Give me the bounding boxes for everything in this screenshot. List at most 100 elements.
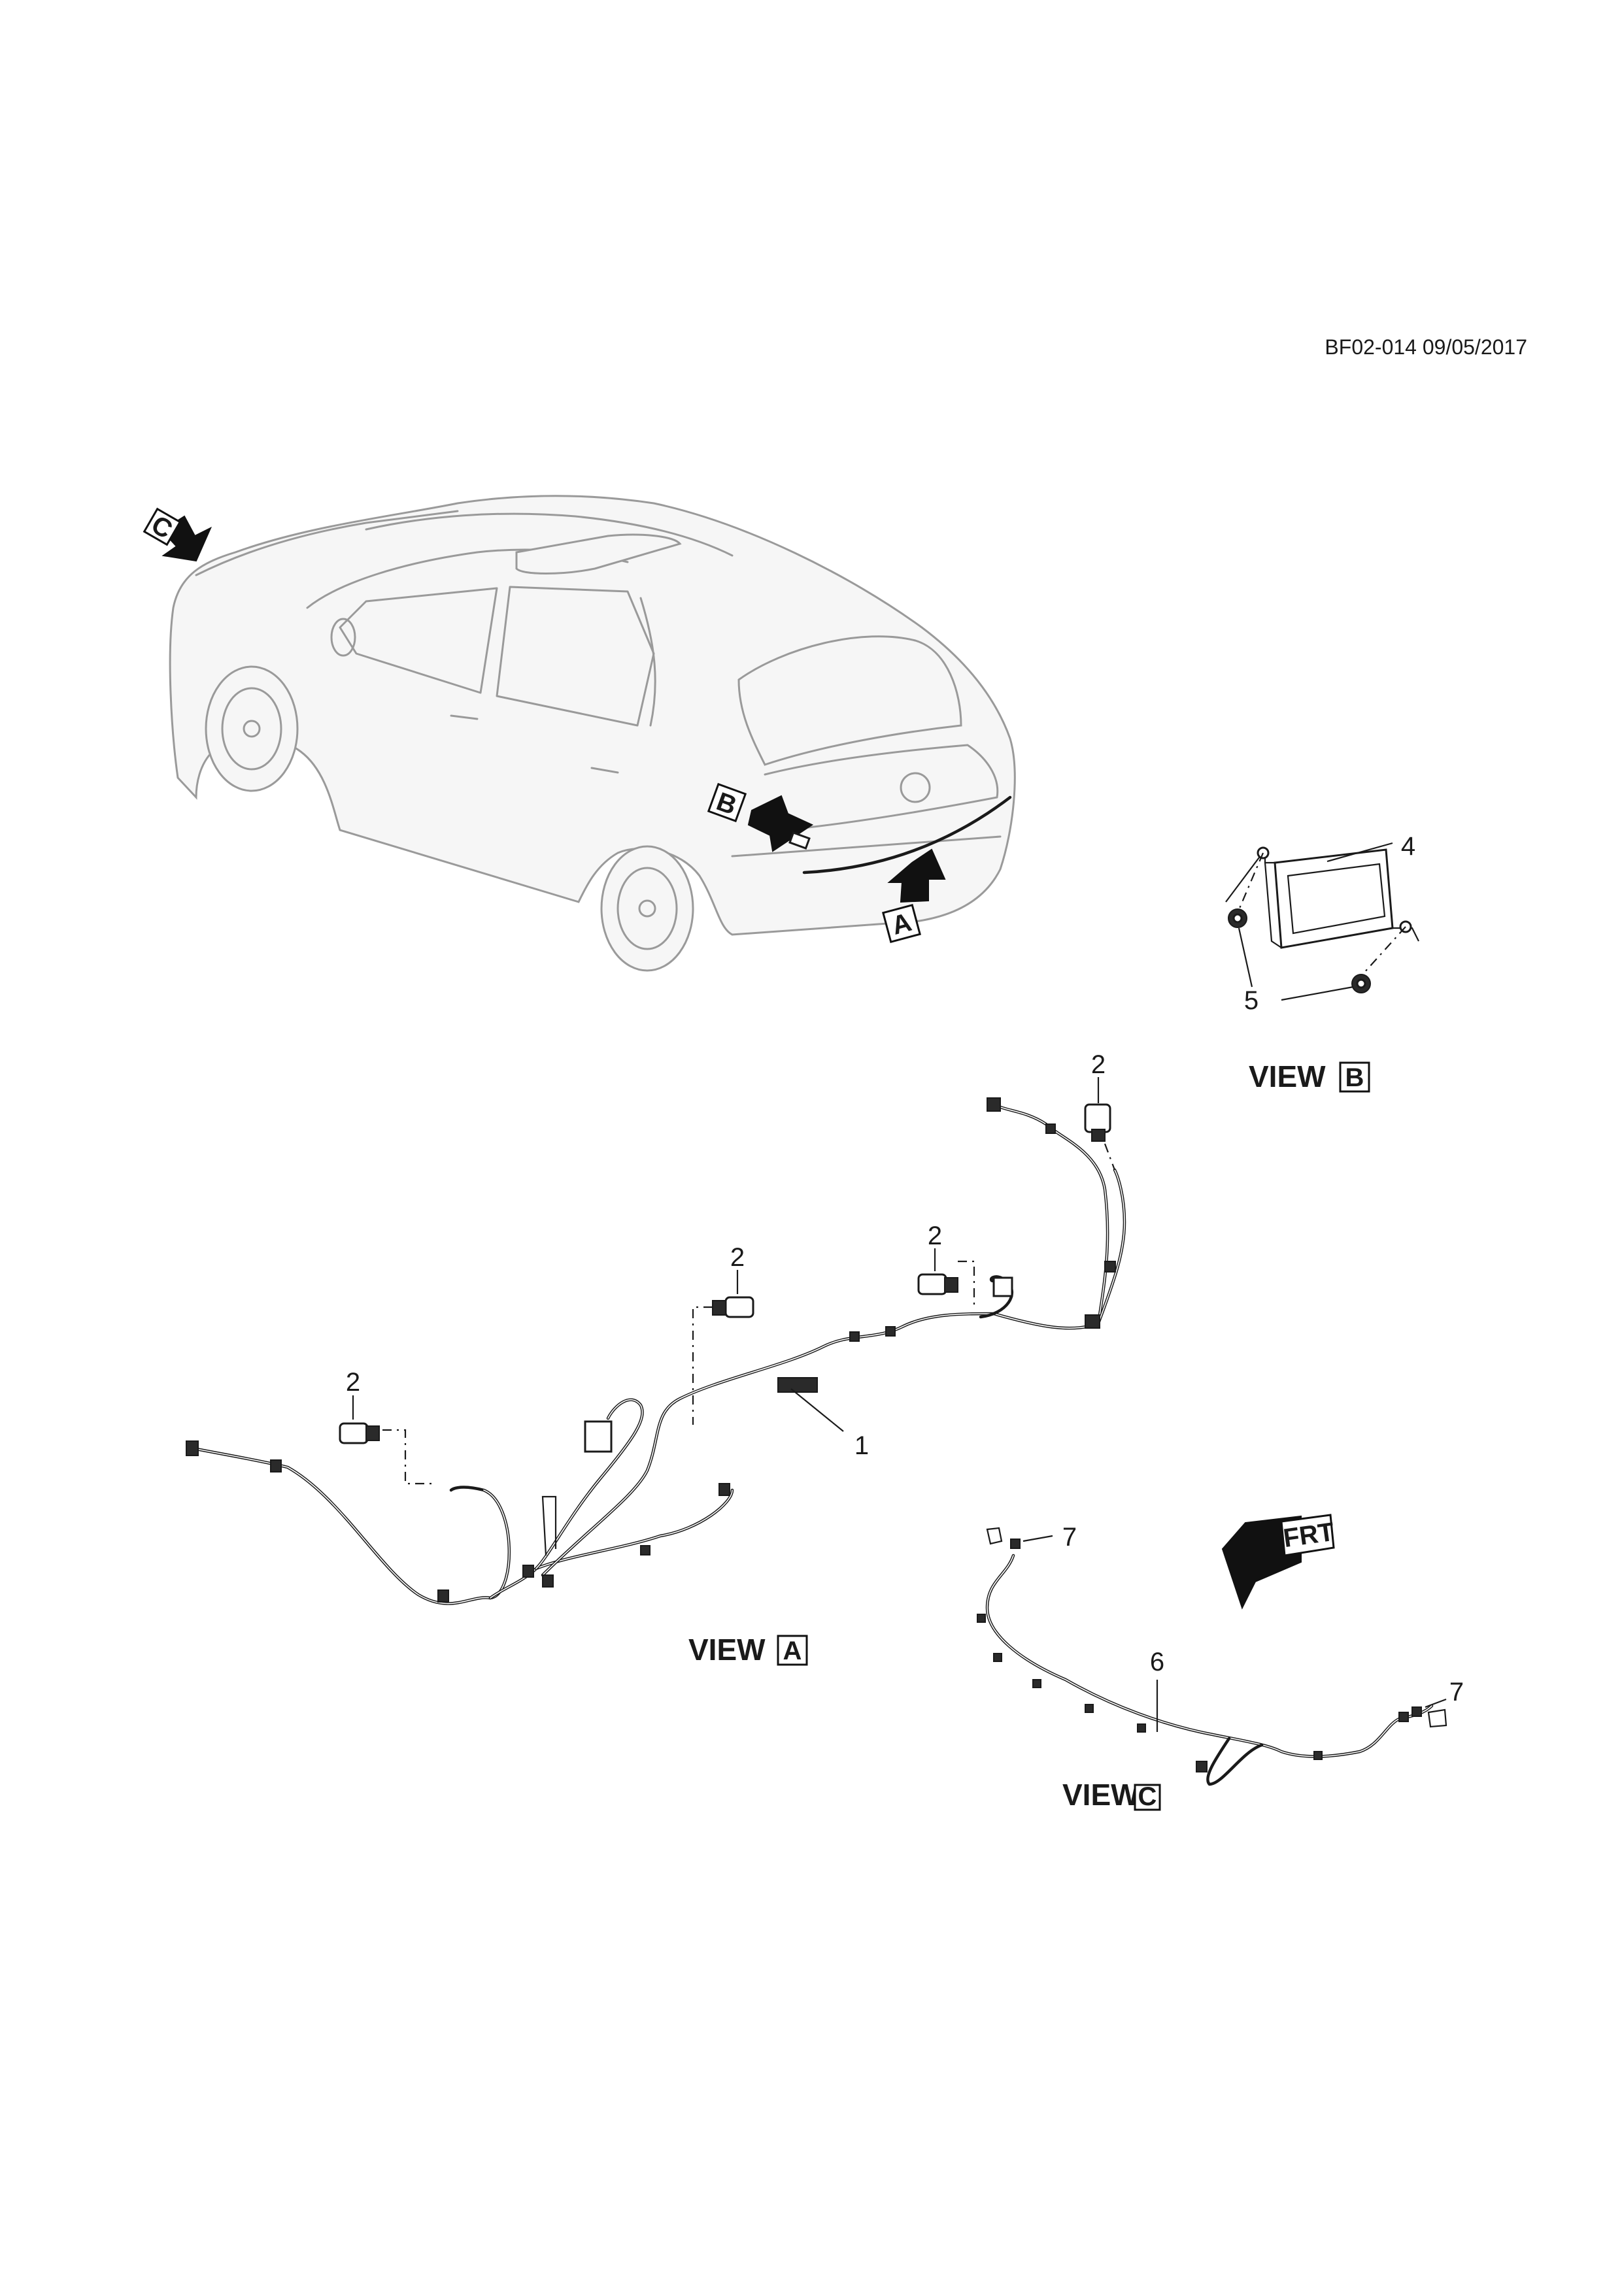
ground-terminal-left xyxy=(986,1527,1003,1545)
view-b-tag xyxy=(707,782,747,823)
parking-assist-module-face xyxy=(1287,863,1386,935)
vehicle-bumper-harness xyxy=(802,795,1012,874)
leader-1 xyxy=(790,1388,844,1432)
callout-1: 1 xyxy=(854,1431,869,1460)
harness-connector xyxy=(1398,1712,1409,1722)
view-a-marker: A xyxy=(881,848,946,944)
module-nut-right-hole xyxy=(1356,978,1366,989)
callout-4: 4 xyxy=(1401,832,1415,861)
callout-2d: 2 xyxy=(1091,1050,1106,1079)
parking-sensor-3 xyxy=(917,1260,975,1307)
harness-connector xyxy=(987,1097,1001,1112)
parking-assist-module-side xyxy=(1264,861,1282,948)
harness-connector-right xyxy=(992,1276,1013,1297)
harness-connector xyxy=(1045,1123,1056,1134)
vehicle-roof-line xyxy=(365,512,734,557)
view-c-label-letter: C xyxy=(1138,1782,1157,1811)
ground-terminal-right xyxy=(1427,1708,1447,1728)
harness-connector xyxy=(437,1589,449,1603)
fastener-alignment-right xyxy=(1362,926,1406,974)
harness-bracket xyxy=(541,1495,557,1556)
view-c-marker: C xyxy=(143,507,212,562)
vehicle-illustration xyxy=(169,495,1016,972)
callout-2a: 2 xyxy=(346,1368,360,1397)
harness-connector xyxy=(1196,1761,1208,1772)
fastener-alignment-left xyxy=(1238,852,1264,910)
view-b-label: VIEW xyxy=(1249,1059,1326,1093)
vehicle-door-handle-front xyxy=(450,714,479,720)
front-harness xyxy=(977,1527,1447,1786)
harness-clip xyxy=(977,1614,986,1623)
rear-bumper-harness xyxy=(186,1097,1126,1605)
view-a-arrow-icon xyxy=(887,848,946,903)
callout-2b: 2 xyxy=(730,1243,745,1272)
document-reference: BF02-014 09/05/2017 xyxy=(1325,335,1527,359)
vehicle-sunroof xyxy=(515,533,682,574)
view-c-label: VIEW xyxy=(1062,1778,1140,1812)
view-a-tag xyxy=(881,903,922,944)
parking-sensor-1 xyxy=(339,1422,431,1485)
harness-clip xyxy=(993,1653,1002,1662)
view-b-label-letter: B xyxy=(1345,1063,1364,1092)
harness-main-connector xyxy=(584,1420,613,1453)
view-c-label-box xyxy=(1134,1784,1161,1811)
front-marker-label: FRT xyxy=(1281,1518,1336,1553)
callout-2c: 2 xyxy=(928,1222,942,1250)
view-a-label: VIEW xyxy=(688,1633,766,1667)
front-direction-marker: FRT xyxy=(1221,1514,1336,1610)
harness-connector xyxy=(1085,1314,1100,1329)
vehicle-front-wheel xyxy=(205,665,299,792)
leader-4 xyxy=(1326,842,1393,863)
vehicle-tailgate-line xyxy=(764,744,999,831)
leader-5-right xyxy=(1281,986,1354,1001)
leader-7a xyxy=(1022,1535,1053,1542)
module-nut-left-hole xyxy=(1232,913,1243,923)
leader-5-left xyxy=(1238,927,1253,988)
front-marker-box xyxy=(1280,1514,1335,1557)
view-a-detail: 1 2 2 2 2 VIEW A xyxy=(186,1050,1126,1667)
vehicle-rear-window xyxy=(737,635,962,766)
harness-connector xyxy=(522,1565,534,1578)
harness-clip xyxy=(1137,1723,1146,1733)
view-c-detail: 7 7 6 VIEW C xyxy=(977,1523,1464,1812)
callout-6: 6 xyxy=(1150,1648,1164,1676)
harness-clip xyxy=(1085,1704,1094,1713)
harness-connector xyxy=(186,1440,199,1456)
harness-connector xyxy=(777,1377,818,1393)
vehicle-hood-line xyxy=(195,510,459,576)
parking-sensor-2 xyxy=(692,1296,754,1425)
vehicle-front-side-window xyxy=(339,587,498,694)
harness-clip xyxy=(1032,1679,1041,1688)
vehicle-side-mirror xyxy=(330,618,356,657)
harness-connector xyxy=(1104,1261,1116,1273)
harness-connector xyxy=(270,1459,282,1472)
module-bracket-right xyxy=(1393,927,1419,942)
callout-7b: 7 xyxy=(1449,1678,1464,1706)
harness-connector xyxy=(640,1545,650,1556)
harness-connector xyxy=(718,1483,730,1496)
ground-fastener-right xyxy=(1411,1706,1422,1717)
vehicle-bumper-line xyxy=(731,835,1002,857)
vehicle-c-pillar xyxy=(639,597,656,727)
harness-connector xyxy=(885,1326,896,1337)
callout-5: 5 xyxy=(1244,986,1259,1015)
view-a-label-box xyxy=(777,1635,808,1666)
front-arrow-icon xyxy=(1221,1515,1302,1610)
leader-7b xyxy=(1425,1698,1447,1708)
harness-clip xyxy=(1313,1751,1323,1760)
parking-sensor-4 xyxy=(1084,1103,1116,1171)
harness-connector xyxy=(849,1331,860,1342)
callout-7a: 7 xyxy=(1062,1523,1077,1552)
vehicle-door-handle-rear xyxy=(590,767,619,774)
view-c-tag xyxy=(143,507,182,546)
vehicle-rear-wheel xyxy=(600,845,694,972)
view-b-label-box xyxy=(1339,1061,1370,1093)
vehicle-emblem xyxy=(900,772,931,803)
harness-connector xyxy=(542,1574,554,1588)
view-a-label-letter: A xyxy=(783,1637,802,1665)
view-b-detail: 4 5 VIEW B xyxy=(1225,832,1419,1093)
vehicle-rear-side-window xyxy=(496,586,655,727)
view-b-marker: B xyxy=(707,782,814,852)
